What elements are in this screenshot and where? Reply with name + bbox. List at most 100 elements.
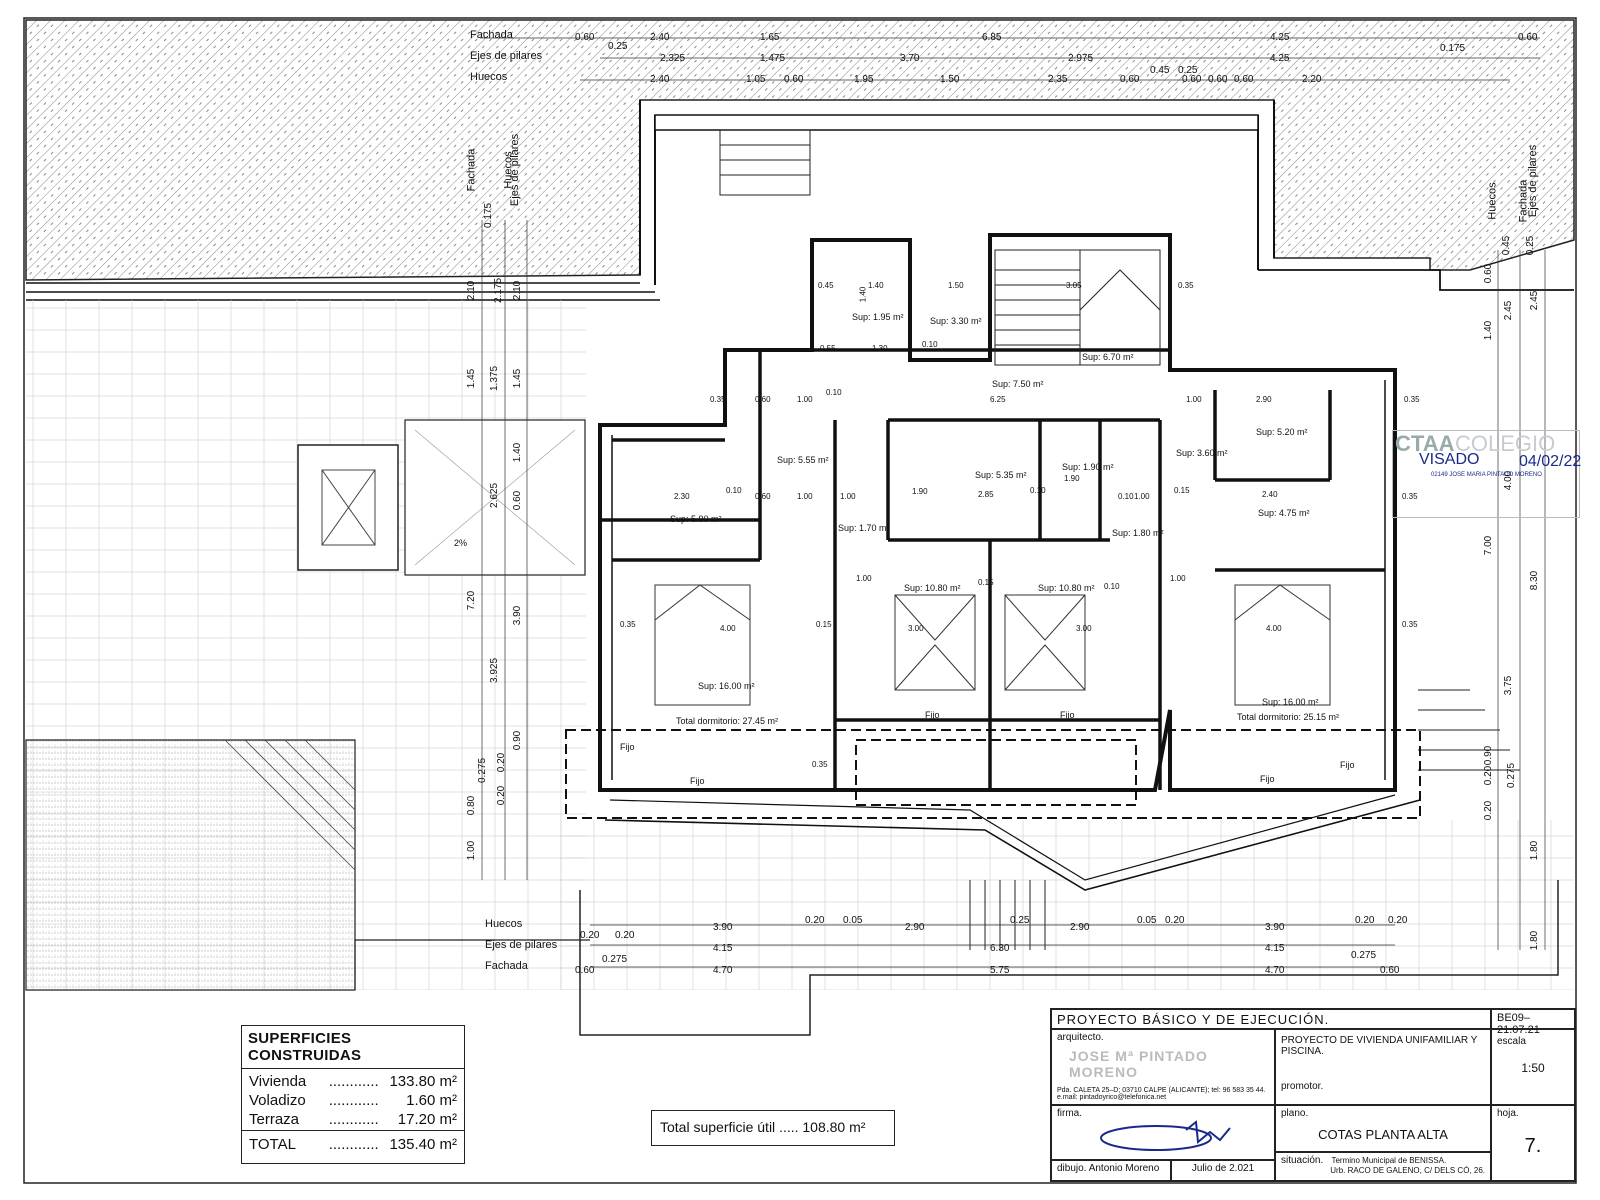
area-value: 1.60 m² bbox=[406, 1092, 457, 1109]
dim-value: 0.20 bbox=[1388, 915, 1408, 926]
dim-label-fachada: Fachada bbox=[485, 960, 528, 972]
dim-value: 0.25 bbox=[1010, 915, 1030, 926]
stairs bbox=[719, 129, 1520, 950]
total-name: TOTAL bbox=[249, 1136, 296, 1153]
paving-front bbox=[560, 820, 1574, 990]
drawn-by-cell: dibujo. Antonio Moreno bbox=[1051, 1160, 1171, 1181]
room-label: Sup: 5.90 m² bbox=[670, 514, 722, 524]
dim-value: 2.85 bbox=[978, 490, 994, 499]
plan-label: plano. bbox=[1281, 1108, 1309, 1119]
dim-value: 4.15 bbox=[1265, 943, 1285, 954]
dim-value: 0.60 bbox=[755, 492, 771, 501]
dim-value: 0.35 bbox=[812, 760, 828, 769]
built-areas-title: SUPERFICIES CONSTRUIDAS bbox=[242, 1026, 464, 1069]
dim-value: 0.10 bbox=[922, 340, 938, 349]
dim-value: 0.05 bbox=[1137, 915, 1157, 926]
dim-value: 0.35 bbox=[620, 620, 636, 629]
stamp-visado: VISADO bbox=[1419, 451, 1480, 468]
location-line1: Termino Municipal de BENISSA. bbox=[1331, 1156, 1447, 1165]
dim-value: 0.35 bbox=[710, 395, 726, 404]
dim-value: 0.275 bbox=[1351, 950, 1377, 961]
dim-value: 1.00 bbox=[1134, 492, 1150, 501]
room-label: Sup: 1.90 m² bbox=[1062, 462, 1114, 472]
scale-value: 1:50 bbox=[1521, 1061, 1545, 1075]
dim-value: 0.60 bbox=[1120, 74, 1140, 85]
stamp-name: 02149 JOSE MARIA PINTADO MORENO bbox=[1431, 472, 1542, 478]
dim-value: 1.00 bbox=[1186, 395, 1202, 404]
room-label: Sup: 3.30 m² bbox=[930, 316, 982, 326]
dim-value: 0.45 bbox=[818, 281, 834, 290]
dim-value: 0.15 bbox=[1174, 486, 1190, 495]
dim-value: 3.00 bbox=[908, 624, 924, 633]
dim-value: 4.25 bbox=[1270, 53, 1290, 64]
dim-value: 1.00 bbox=[797, 492, 813, 501]
area-dots: ............ bbox=[328, 1111, 379, 1128]
sheet-border bbox=[23, 17, 1577, 1184]
dim-value: 1.65 bbox=[760, 32, 780, 43]
dim-value: 2.90 bbox=[1070, 922, 1090, 933]
dim-value: 0.275 bbox=[602, 954, 628, 965]
dim-value: 3.70 bbox=[900, 53, 920, 64]
location-label: situación. bbox=[1281, 1155, 1324, 1166]
dim-value: 0.10 bbox=[726, 486, 742, 495]
dim-value: 2.90 bbox=[1256, 395, 1272, 404]
dim-value: 2.40 bbox=[1262, 490, 1278, 499]
dim-value: 4.15 bbox=[713, 943, 733, 954]
signature-label: firma. bbox=[1057, 1108, 1082, 1119]
stamp-date: 04/02/22 bbox=[1519, 453, 1582, 470]
terrain-hatch bbox=[25, 19, 1575, 281]
room-label: Sup: 1.95 m² bbox=[852, 312, 904, 322]
beds bbox=[654, 584, 1331, 706]
project-name: PROYECTO DE VIVIENDA UNIFAMILIAR Y PISCI… bbox=[1281, 1035, 1478, 1057]
dim-value: 0.60 bbox=[1380, 965, 1400, 976]
area-name: Terraza bbox=[249, 1111, 300, 1128]
fixed-window-label: Fijo bbox=[925, 710, 940, 720]
dim-value: 0.60 bbox=[575, 965, 595, 976]
dim-label-huecos: Huecos bbox=[485, 918, 523, 930]
visado-stamp: CTAA COLEGIO VISADO 04/02/22 02149 JOSE … bbox=[1392, 430, 1582, 518]
dim-value: 4.70 bbox=[713, 965, 733, 976]
dim-value: 0.45 bbox=[1150, 65, 1170, 76]
location-line2: Urb. RACO DE GALENO, C/ DELS CÓ, 26. bbox=[1330, 1166, 1485, 1175]
architect-cell: arquitecto. JOSE Mª PINTADO MORENO Pda. … bbox=[1051, 1029, 1275, 1105]
room-label: Sup: 16.00 m² bbox=[1262, 697, 1319, 707]
project-title-cell: PROYECTO BÁSICO Y DE EJECUCIÓN. bbox=[1051, 1009, 1491, 1029]
project-name-cell: PROYECTO DE VIVIENDA UNIFAMILIAR Y PISCI… bbox=[1275, 1029, 1491, 1105]
architect-email: e.mail: pintadoyrico@telefonica.net bbox=[1057, 1094, 1167, 1101]
built-areas-table: SUPERFICIES CONSTRUIDAS Vivienda........… bbox=[241, 1025, 465, 1164]
dim-value: 0.60 bbox=[1182, 74, 1202, 85]
area-value: 133.80 m² bbox=[389, 1073, 457, 1090]
dim-value: 0.10 bbox=[1030, 486, 1046, 495]
stamp-colegio: COLEGIO bbox=[1455, 431, 1556, 456]
built-area-row: Vivienda............133.80 m² bbox=[249, 1073, 457, 1090]
room-label: Sup: 5.35 m² bbox=[975, 470, 1027, 480]
room-label: Sup: 16.00 m² bbox=[698, 681, 755, 691]
fixed-window-label: Fijo bbox=[1060, 710, 1075, 720]
dim-value: 1.05 bbox=[746, 74, 766, 85]
useful-area-text: Total superficie útil ..... 108.80 m² bbox=[660, 1119, 866, 1135]
dim-value: 0.60 bbox=[1208, 74, 1228, 85]
dim-value: 6.25 bbox=[990, 395, 1006, 404]
dim-label-ejes: Ejes de pilares bbox=[470, 50, 543, 62]
plan-name: COTAS PLANTA ALTA bbox=[1318, 1127, 1448, 1142]
room-label: Sup: 1.80 m² bbox=[1112, 528, 1164, 538]
dim-value: 0.55 bbox=[820, 344, 836, 353]
stamp-brand: CTAA bbox=[1395, 431, 1455, 456]
dim-value: 1.95 bbox=[854, 74, 874, 85]
dim-value: 5.75 bbox=[990, 965, 1010, 976]
area-name: Voladizo bbox=[249, 1092, 306, 1109]
scale-label: escala bbox=[1497, 1036, 1526, 1047]
dim-value: 1.40 bbox=[858, 286, 868, 303]
drawing-date: Julio de 2.021 bbox=[1191, 1163, 1255, 1174]
plan-cell: plano. COTAS PLANTA ALTA bbox=[1275, 1105, 1491, 1152]
dim-value: 1.90 bbox=[1064, 474, 1080, 483]
dim-value: 0.20 bbox=[580, 930, 600, 941]
dim-value: 0.05 bbox=[843, 915, 863, 926]
dim-value: 4.00 bbox=[720, 624, 736, 633]
dim-value: 6.30 bbox=[990, 943, 1010, 954]
dim-value: 1.00 bbox=[797, 395, 813, 404]
dim-value: 0.60 bbox=[784, 74, 804, 85]
sheet-number: 7. bbox=[1524, 1135, 1542, 1157]
architect-name: JOSE Mª PINTADO MORENO bbox=[1069, 1048, 1208, 1080]
dim-value: 1.00 bbox=[1170, 574, 1186, 583]
